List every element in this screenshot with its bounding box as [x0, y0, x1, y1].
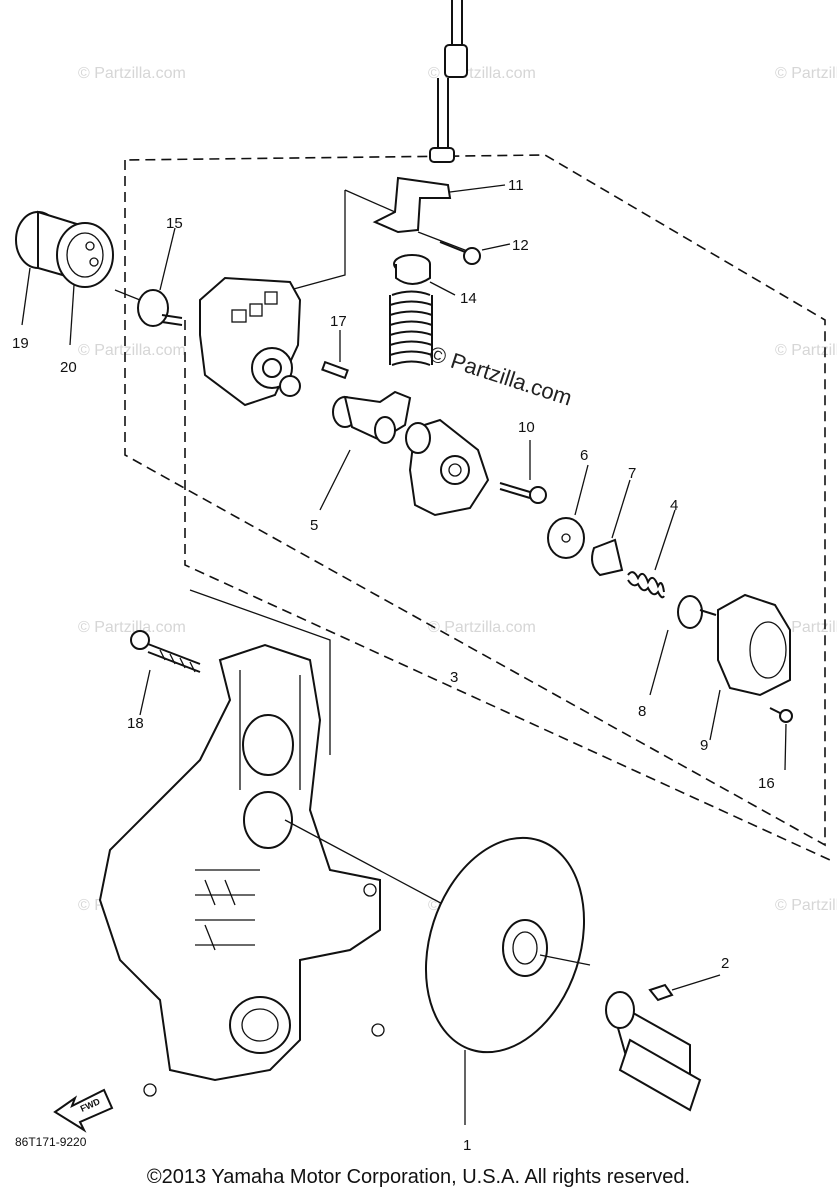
bolt-part-10: [499, 440, 547, 504]
pin-part-17: [321, 330, 349, 380]
part-number: 12: [512, 237, 529, 254]
bracket-part-11: [289, 176, 506, 291]
part-number: 6: [580, 447, 588, 464]
part-number: 20: [60, 359, 77, 376]
bolt-part-12: [417, 231, 511, 265]
watermark-text: © Partzilla.com: [775, 342, 837, 359]
sheave-part-1: [424, 836, 591, 1125]
part-numbers: 1 2 3 4 5 6 7 8 9 10 11 12 14 15 16 17 1…: [12, 177, 775, 1154]
cover-plate: [405, 418, 490, 517]
watermark-text: © Partzilla.com: [78, 342, 186, 359]
copyright-notice: ©2013 Yamaha Motor Corporation, U.S.A. A…: [146, 1166, 691, 1188]
watermark-text: © Partzilla.com: [428, 619, 536, 636]
washer-part-8: [649, 595, 717, 696]
part-number: 1: [463, 1137, 471, 1154]
part-number: 3: [450, 669, 458, 686]
sleeve-part-19-20: [15, 210, 141, 346]
watermark-text: © Partzilla.com: [775, 65, 837, 82]
lever-part-5: [319, 390, 412, 511]
governor-housing: [199, 276, 302, 407]
cover-part-9: [709, 593, 791, 741]
spring: [389, 290, 433, 366]
fwd-arrow-icon: FWD: [53, 1088, 114, 1133]
part-number: 15: [166, 215, 183, 232]
washer-part-6: [547, 464, 589, 559]
part-number: 18: [127, 715, 144, 732]
diagram-code: 86T171-9220: [15, 1135, 87, 1149]
plate-part-15: [137, 227, 183, 327]
watermark-text: © Partzilla.com: [78, 619, 186, 636]
spring-cap-part-14: [393, 254, 456, 296]
part-number: 4: [670, 497, 678, 514]
part-number: 2: [721, 955, 729, 972]
watermark-text: © Partzilla.com: [775, 897, 837, 914]
bolt-part-16: [769, 707, 793, 771]
part-number: 16: [758, 775, 775, 792]
watermark-text-center: © Partzilla.com: [426, 341, 575, 411]
part-number: 9: [700, 737, 708, 754]
frame-bracket: [98, 589, 511, 1097]
shaft-with-key-part-2: [605, 974, 721, 1112]
exploded-view-svg: .ln { stroke:#111; stroke-width:2; fill:…: [12, 0, 837, 1154]
watermark-text: © Partzilla.com: [78, 65, 186, 82]
part-number: 17: [330, 313, 347, 330]
assembly-boundary: [124, 154, 831, 861]
part-number: 8: [638, 703, 646, 720]
part-number: 19: [12, 335, 29, 352]
part-number: 5: [310, 517, 318, 534]
clip-part-7: [591, 479, 631, 577]
part-number: 14: [460, 290, 477, 307]
part-number: 11: [508, 177, 524, 194]
bolt-part-18: [130, 630, 201, 716]
control-cable: [429, 0, 468, 163]
spring-part-4: [627, 509, 676, 599]
part-number: 10: [518, 419, 535, 436]
part-number: 7: [628, 465, 636, 482]
